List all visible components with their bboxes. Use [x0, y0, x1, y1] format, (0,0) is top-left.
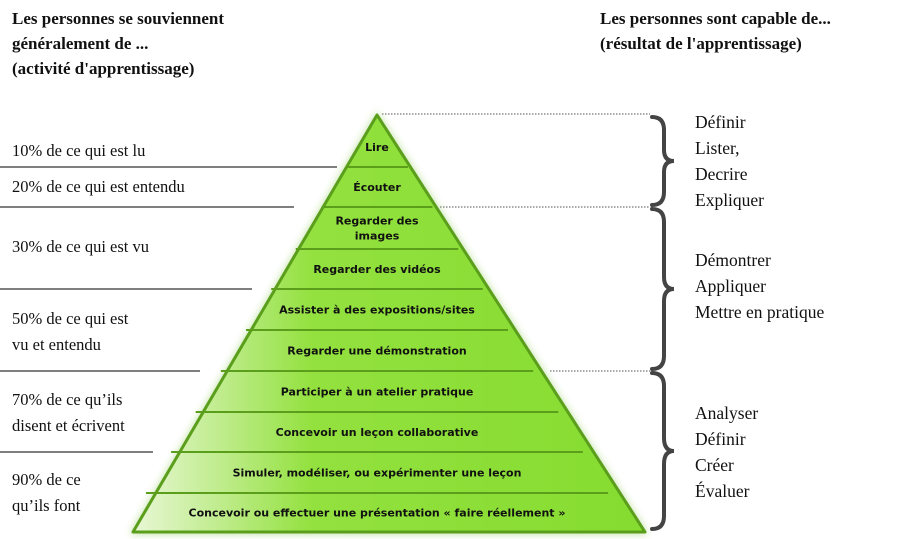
pyramid-level: Concevoir ou effectuer une présentation … — [189, 507, 566, 520]
brace-icon — [650, 115, 675, 207]
retention-text: 50% de ce qui est — [12, 309, 129, 328]
pyramid-level: Écouter — [353, 181, 401, 194]
outcome-text: Analyser — [695, 403, 759, 423]
pyramid-level: Assister à des expositions/sites — [279, 304, 475, 317]
pyramid-level-label: Participer à un atelier pratique — [281, 386, 474, 399]
pyramid-level-label: Simuler, modéliser, ou expérimenter une … — [233, 467, 522, 480]
pyramid-level: Regarder une démonstration — [287, 345, 466, 358]
retention-text: 30% de ce qui est vu — [12, 237, 150, 256]
outcome-text: Appliquer — [695, 276, 766, 296]
left-header-line: généralement de ... — [12, 34, 149, 53]
pyramid-level-label: Concevoir un leçon collaborative — [276, 426, 479, 439]
outcome-text: Définir — [695, 429, 746, 449]
retention-item: 90% de ce qu’ils font — [12, 467, 81, 519]
brace-icon — [650, 207, 675, 371]
pyramid — [131, 113, 647, 534]
pyramid-level-label: Concevoir ou effectuer une présentation … — [189, 507, 566, 520]
outcome-group: Démontrer Appliquer Mettre en pratique — [695, 247, 824, 325]
right-header: Les personnes sont capable de... (résult… — [600, 6, 831, 56]
retention-text: 20% de ce qui est entendu — [12, 177, 185, 196]
right-header-line: (résultat de l'apprentissage) — [600, 34, 802, 53]
left-header-line: (activité d'apprentissage) — [12, 59, 195, 78]
outcome-text: Decrire — [695, 164, 748, 184]
pyramid-level: Lire — [365, 141, 389, 154]
pyramid-level: Concevoir un leçon collaborative — [276, 426, 479, 439]
retention-item: 10% de ce qui est lu — [12, 138, 145, 164]
retention-item: 20% de ce qui est entendu — [12, 174, 185, 200]
outcome-text: Créer — [695, 455, 734, 475]
retention-item: 30% de ce qui est vu — [12, 234, 149, 260]
retention-item: 70% de ce qu’ils disent et écrivent — [12, 387, 125, 439]
retention-item: 50% de ce qui est vu et entendu — [12, 306, 128, 358]
outcome-text: Définir — [695, 112, 746, 132]
pyramid-level: Simuler, modéliser, ou expérimenter une … — [233, 467, 522, 480]
retention-text: disent et écrivent — [12, 416, 125, 435]
retention-text: 70% de ce qu’ils — [12, 390, 123, 409]
retention-dividers — [0, 166, 337, 453]
brace-icon — [650, 371, 675, 531]
outcome-group: Définir Lister, Decrire Expliquer — [695, 109, 764, 213]
pyramid-level-label: images — [355, 230, 400, 243]
retention-text: qu’ils font — [12, 496, 81, 515]
outcome-text: Démontrer — [695, 250, 771, 270]
retention-text: 90% de ce — [12, 470, 81, 489]
braces — [650, 115, 675, 531]
left-header-line: Les personnes se souviennent — [12, 9, 225, 28]
outcome-group: Analyser Définir Créer Évaluer — [695, 400, 758, 504]
pyramid-level: Regarder des vidéos — [313, 263, 441, 276]
left-header: Les personnes se souviennent généralemen… — [12, 6, 224, 81]
pyramid-level-label: Lire — [365, 141, 389, 154]
outcome-text: Évaluer — [695, 481, 750, 501]
pyramid-level: Regarder des images — [335, 215, 419, 243]
retention-text: vu et entendu — [12, 335, 101, 354]
pyramid-level: Participer à un atelier pratique — [281, 386, 474, 399]
outcome-text: Expliquer — [695, 190, 765, 210]
outcome-text: Mettre en pratique — [695, 302, 825, 322]
pyramid-level-label: Regarder une démonstration — [287, 345, 466, 358]
pyramid-level-label: Regarder des vidéos — [313, 263, 441, 276]
right-header-line: Les personnes sont capable de... — [600, 9, 831, 28]
retention-text: 10% de ce qui est lu — [12, 141, 146, 160]
pyramid-level-label: Assister à des expositions/sites — [279, 304, 475, 317]
outcome-text: Lister, — [695, 138, 740, 158]
pyramid-level-label: Écouter — [353, 181, 401, 194]
dotted-guides — [382, 113, 650, 372]
pyramid-level-label: Regarder des — [335, 215, 419, 228]
